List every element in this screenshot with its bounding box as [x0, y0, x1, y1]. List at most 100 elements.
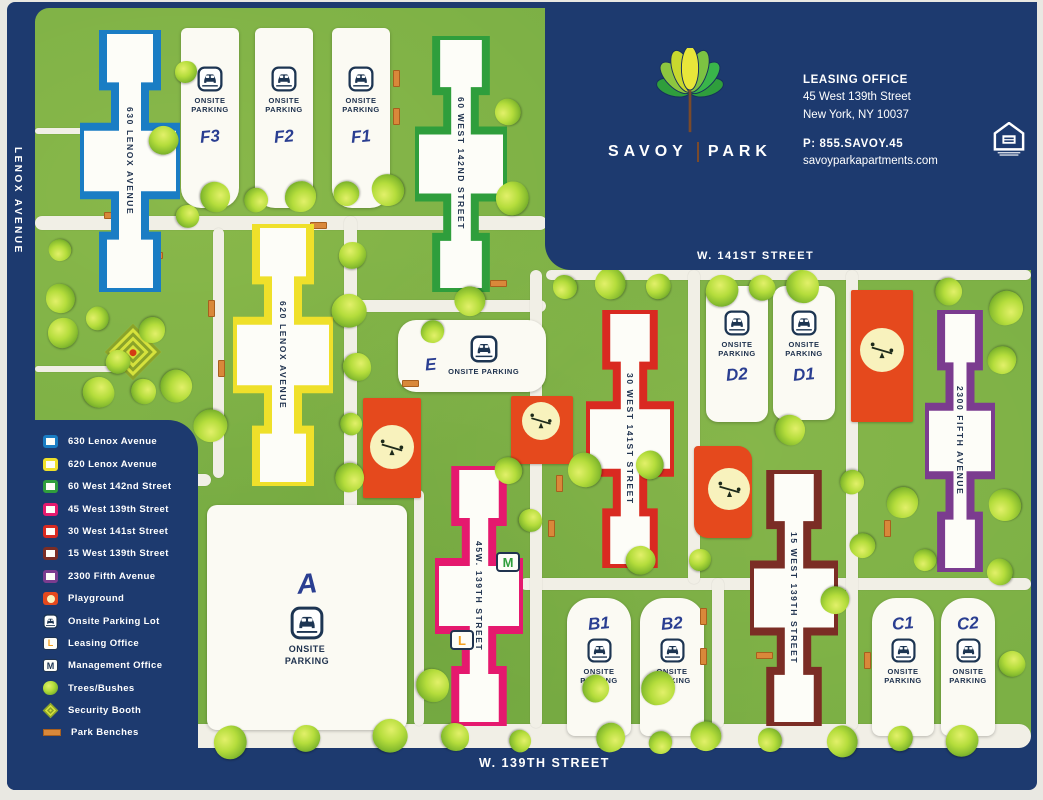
building-60-west-142nd: 60 WEST 142ND STREET	[415, 36, 507, 292]
tree-icon	[552, 274, 578, 300]
tree-icon	[994, 646, 1030, 682]
car-icon	[348, 66, 374, 92]
street-label-lenox: LENOX AVENUE	[12, 147, 23, 255]
lot-label: C2	[956, 613, 980, 634]
security-booth-icon	[42, 702, 59, 719]
seesaw-icon	[717, 481, 742, 498]
swatch-45w139-icon	[43, 502, 58, 516]
building-30-west-141st: 30 WEST 141ST STREET	[586, 310, 674, 568]
office-title: LEASING OFFICE	[803, 74, 908, 86]
seesaw-icon	[869, 342, 895, 359]
management-office-badge: M	[496, 552, 520, 572]
tree-icon	[138, 316, 166, 344]
lot-label: E	[423, 354, 437, 375]
lot-label: F3	[199, 125, 221, 147]
tree-icon	[336, 239, 368, 271]
legend-item-trees: Trees/Bushes	[43, 680, 198, 696]
tree-icon	[835, 465, 869, 499]
legend-item-620-lenox: 620 Lenox Avenue	[43, 456, 198, 472]
tree-icon	[43, 681, 58, 696]
walkway	[35, 366, 141, 372]
swatch-630-icon	[43, 435, 58, 449]
park-bench-icon	[556, 475, 563, 492]
header-panel: SAVOY PARK LEASING OFFICE 45 West 139th …	[545, 2, 1037, 270]
building-620-lenox-avenue: 620 LENOX AVENUE	[233, 224, 333, 486]
equal-housing-icon	[993, 121, 1025, 162]
tree-icon	[46, 316, 80, 350]
swatch-30w141-icon	[43, 524, 58, 538]
playground-circle	[522, 402, 560, 440]
legend-item-onsite-parking: Onsite Parking Lot	[43, 613, 198, 629]
car-icon	[290, 606, 324, 640]
legend-item-leasing-office: L Leasing Office	[43, 636, 198, 652]
park-bench-icon	[490, 280, 507, 287]
legend-item-30-west-141st: 30 West 141st Street	[43, 524, 198, 540]
logo-trunk-divider	[696, 142, 699, 162]
legend: 630 Lenox Avenue 620 Lenox Avenue 60 Wes…	[7, 420, 198, 790]
car-icon	[956, 638, 981, 663]
car-icon	[891, 638, 916, 663]
seesaw-icon	[379, 439, 405, 456]
park-bench-icon	[393, 108, 400, 125]
tree-icon	[688, 548, 712, 572]
walkway	[35, 216, 547, 230]
walkway	[712, 578, 724, 728]
walkway	[348, 300, 546, 312]
legend-item-security-booth: Security Booth	[42, 702, 198, 719]
leasing-office-icon: L	[43, 636, 58, 650]
tree-icon	[884, 484, 920, 520]
swatch-2300fifth-icon	[43, 569, 58, 583]
park-bench-icon	[43, 729, 61, 737]
leasing-office-badge: L	[450, 630, 474, 650]
playground	[694, 446, 752, 538]
park-bench-icon	[756, 652, 773, 659]
building-45-west-139th: 45W. 139TH STREET	[435, 466, 523, 726]
building-15-west-139th: 15 WEST 139TH STREET	[750, 470, 838, 726]
legend-item-45-west-139th: 45 West 139th Street	[43, 501, 198, 517]
car-icon	[197, 66, 223, 92]
lot-label: B2	[660, 613, 684, 634]
car-icon	[271, 66, 297, 92]
lot-label: F2	[273, 125, 295, 147]
tree-icon	[45, 235, 75, 265]
park-bench-icon	[393, 70, 400, 87]
park-bench-icon	[218, 360, 225, 377]
car-icon	[660, 638, 685, 663]
lot-label: C1	[891, 613, 915, 634]
park-bench-icon	[548, 520, 555, 537]
lot-label: D2	[725, 363, 749, 385]
brand-name: SAVOY PARK	[608, 142, 772, 162]
savoy-park-logo: SAVOY PARK	[600, 48, 780, 162]
tree-icon	[175, 61, 197, 83]
legend-item-park-benches: Park Benches	[43, 725, 198, 741]
tree-icon	[335, 408, 367, 440]
office-address2: New York, NY 10037	[803, 108, 909, 121]
seesaw-icon	[529, 413, 553, 429]
lot-label: B1	[587, 613, 611, 634]
swatch-15w139-icon	[43, 547, 58, 561]
playground	[851, 290, 913, 422]
park-bench-icon	[700, 648, 707, 665]
office-website: savoyparkapartments.com	[803, 155, 938, 167]
office-phone: P: 855.SAVOY.45	[803, 137, 904, 150]
tree-icon	[80, 301, 114, 335]
office-address1: 45 West 139th Street	[803, 91, 911, 104]
building-2300-fifth-avenue: 2300 FIFTH AVENUE	[925, 310, 995, 572]
legend-item-2300-fifth: 2300 Fifth Avenue	[43, 568, 198, 584]
lot-label: D1	[792, 363, 816, 385]
tree-icon	[757, 727, 783, 753]
legend-item-60-west-142nd: 60 West 142nd Street	[43, 479, 198, 495]
road-bottom	[35, 724, 1031, 748]
management-office-icon: M	[43, 659, 58, 673]
playground	[511, 396, 573, 464]
car-icon	[43, 614, 58, 629]
